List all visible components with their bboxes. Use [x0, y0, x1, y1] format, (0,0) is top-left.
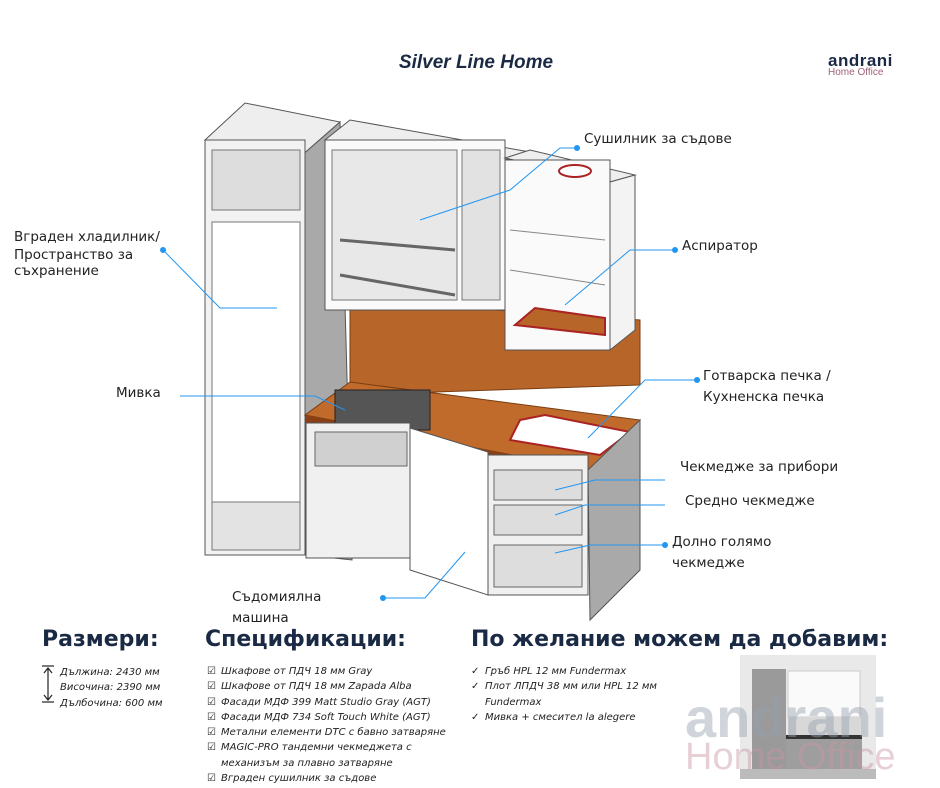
callout-cutlery-drawer: Чекмедже за прибори — [680, 459, 839, 475]
callout-hood: Аспиратор — [682, 238, 758, 254]
callout-dishwasher: Съдомиялна машина — [232, 587, 321, 629]
spec-item: ☑Вграден сушилник за съдове — [207, 771, 446, 786]
check-circle-icon: ☑ — [207, 696, 216, 708]
extra-item: ✓Гръб HPL 12 мм Fundermax — [471, 664, 657, 679]
check-icon: ✓ — [471, 666, 480, 677]
logo: andrani Home Office — [828, 52, 893, 78]
dimension-item: Дължина: 2430 мм — [60, 667, 160, 678]
callout-fridge-line: съхранение — [14, 263, 99, 279]
callout-middle-drawer: Средно чекмедже — [685, 493, 815, 509]
page-title: Silver Line Home — [398, 52, 554, 73]
spec-item: ☑Шкафове от ПДЧ 18 мм Gray — [207, 664, 446, 679]
extras-list: ✓Гръб HPL 12 мм Fundermax ✓Плот ЛПДЧ 38 … — [471, 664, 657, 725]
specs-list: ☑Шкафове от ПДЧ 18 мм Gray ☑Шкафове от П… — [207, 664, 446, 786]
callout-bottom-drawer-line: чекмедже — [672, 555, 745, 571]
callout-dishwasher-line: машина — [232, 610, 289, 626]
callout-stove-line: Готварска печка / — [703, 368, 831, 384]
callout-fridge: Вграден хладилник/ Пространство за съхра… — [14, 227, 160, 280]
spec-item-continued: механизъм за плавно затваряне — [221, 757, 393, 769]
dimensions-list: Дължина: 2430 мм Височина: 2390 мм Дълбо… — [60, 665, 163, 711]
callout-dishwasher-line: Съдомиялна — [232, 589, 322, 605]
callout-sink: Мивка — [116, 385, 161, 401]
callout-dish-rack: Сушилник за съдове — [584, 131, 732, 147]
spec-item: ☑MAGIC-PRO тандемни чекмеджета с — [207, 740, 446, 755]
spec-item: ☑Метални елементи DTC с бавно затваряне — [207, 725, 446, 740]
callout-stove: Готварска печка / Кухненска печка — [703, 366, 831, 408]
spec-item: ☑Шкафове от ПДЧ 18 мм Zapada Alba — [207, 679, 446, 694]
check-circle-icon: ☑ — [207, 727, 216, 739]
logo-name: andrani — [828, 51, 893, 70]
dimension-item: Височина: 2390 мм — [60, 682, 161, 694]
logo-sub: Home Office — [828, 67, 884, 78]
check-icon: ✓ — [471, 711, 480, 723]
check-circle-icon: ☑ — [207, 681, 216, 693]
extra-item: ✓Мивка + смесител la alegere — [471, 710, 657, 725]
kitchen-photo — [740, 655, 876, 779]
check-circle-icon: ☑ — [207, 711, 216, 723]
callout-fridge-line: Вграден хладилник/ — [14, 229, 160, 245]
check-icon: ✓ — [471, 681, 480, 693]
dimensions-heading: Размери: — [42, 627, 159, 652]
extra-item-continued: Fundermax — [485, 696, 542, 708]
callout-fridge-line: Пространство за — [14, 247, 134, 263]
spec-item: ☑Фасади МДФ 734 Soft Touch White (AGT) — [207, 710, 446, 725]
check-circle-icon: ☑ — [207, 666, 216, 677]
spec-item: ☑Фасади МДФ 399 Matt Studio Gray (AGT) — [207, 695, 446, 710]
check-circle-icon: ☑ — [207, 773, 216, 785]
dimension-item: Дълбочина: 600 мм — [60, 697, 163, 709]
callout-bottom-drawer-line: Долно голямо — [672, 534, 772, 550]
check-circle-icon: ☑ — [207, 742, 216, 754]
extras-heading: По желание можем да добавим: — [471, 627, 889, 652]
specs-heading: Спецификации: — [205, 627, 406, 652]
callout-stove-line: Кухненска печка — [703, 389, 825, 405]
callout-bottom-drawer: Долно голямо чекмедже — [672, 532, 771, 574]
extra-item: ✓Плот ЛПДЧ 38 мм или HPL 12 мм — [471, 679, 657, 694]
